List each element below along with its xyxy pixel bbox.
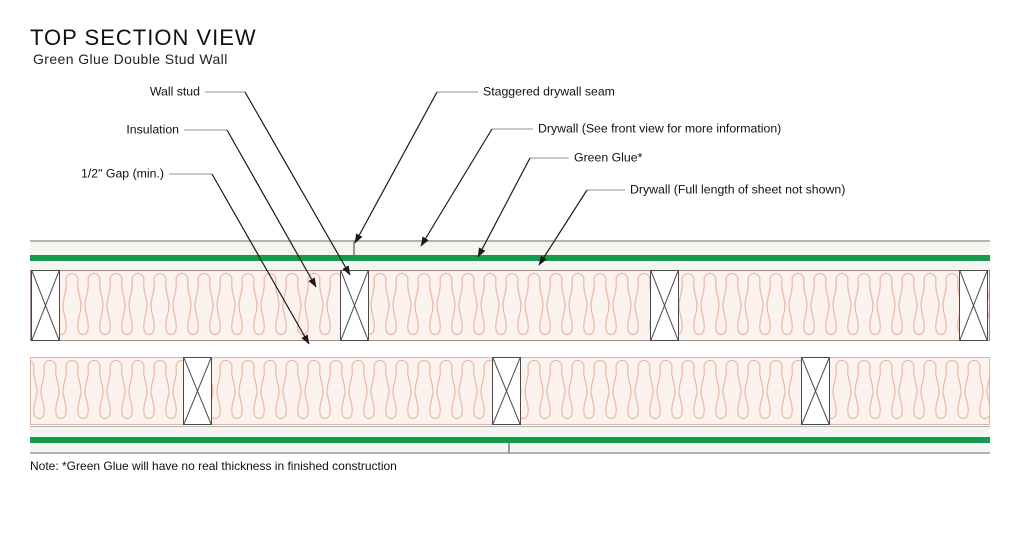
bottom-drywall-seam <box>508 442 510 454</box>
callout-label-staggered-seam: Staggered drywall seam <box>483 84 615 99</box>
stud-x-mark <box>651 271 678 340</box>
insulation-batt-pattern <box>31 271 989 340</box>
callout-label-insulation: Insulation <box>126 122 179 137</box>
bottom-inner-face-line <box>30 425 990 427</box>
wall-stud <box>183 357 212 425</box>
wall-stud <box>801 357 830 425</box>
stud-x-mark <box>184 358 211 424</box>
wall-stud <box>340 270 369 341</box>
callout-label-drywall-full-length: Drywall (Full length of sheet not shown) <box>630 182 846 197</box>
stud-x-mark <box>32 271 59 340</box>
drawing-subtitle: Green Glue Double Stud Wall <box>33 51 228 67</box>
wall-stud <box>31 270 60 341</box>
footnote: Note: *Green Glue will have no real thic… <box>30 459 397 473</box>
callout-label-half-inch-gap: 1/2" Gap (min.) <box>81 166 164 181</box>
stud-x-mark <box>802 358 829 424</box>
stud-x-mark <box>341 271 368 340</box>
wall-stud <box>959 270 988 341</box>
stud-x-mark <box>960 271 987 340</box>
wall-stud <box>650 270 679 341</box>
top-green-glue-layer <box>30 254 990 261</box>
callout-label-green-glue: Green Glue* <box>574 150 643 165</box>
bottom-drywall-outer-sheet <box>30 442 990 452</box>
top-drywall-seam <box>353 240 355 255</box>
callout-label-drywall-front-view: Drywall (See front view for more informa… <box>538 121 782 136</box>
callout-label-wall-stud: Wall stud <box>149 84 200 99</box>
bottom-drywall-inner-sheet <box>30 427 990 437</box>
top-drywall-inner-sheet <box>30 260 990 270</box>
stud-x-mark <box>493 358 520 424</box>
bottom-green-glue-layer <box>30 436 990 443</box>
top-drywall-outer-sheet <box>30 242 990 255</box>
drawing-title: TOP SECTION VIEW <box>30 25 257 50</box>
wall-stud <box>492 357 521 425</box>
stud-row-1 <box>30 270 990 341</box>
bottom-outer-face-line <box>30 452 990 454</box>
